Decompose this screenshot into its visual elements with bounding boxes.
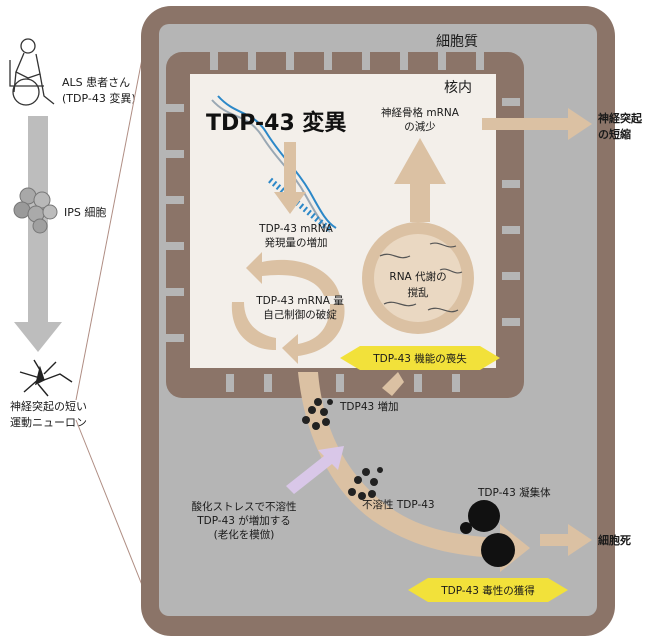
nf-mrna-label-2: の減少 [404, 120, 436, 133]
oxidative-label-1: 酸化ストレスで不溶性 [192, 500, 297, 513]
ips-cell-label: IPS 細胞 [64, 206, 106, 219]
cell-death-arrow [540, 524, 592, 556]
rna-to-nf-arrow [394, 138, 446, 222]
loss-of-function-banner [340, 346, 500, 370]
mutation-title: TDP-43 変異 [206, 110, 346, 136]
gain-of-toxicity-label: TDP-43 毒性の獲得 [440, 584, 535, 597]
mrna-increase-label-1: TDP-43 mRNA [258, 223, 333, 235]
rna-metabolism-swirl [362, 222, 474, 334]
rna-metabolism-label-2: 撹乱 [408, 286, 429, 299]
cytoplasm-label: 細胞質 [436, 34, 478, 50]
outcome-death-label: 細胞死 [598, 533, 631, 547]
neurite-outcome-arrow [482, 108, 592, 140]
outcome-neurite-1: 神経突起 [598, 111, 643, 125]
oxidative-stress-arrow [286, 446, 344, 494]
zoom-line-top [75, 27, 149, 401]
neuron-label-1: 神経突起の短い [10, 399, 87, 413]
neuron-label-2: 運動ニューロン [10, 415, 87, 429]
tdp43-increase-label: TDP43 増加 [339, 400, 399, 413]
tdp43-increase-cluster [302, 398, 333, 430]
insoluble-tdp43-cluster [348, 467, 383, 500]
patient-label-1: ALS 患者さん [62, 76, 130, 89]
autoregulation-label-1: TDP-43 mRNA 量 [255, 295, 344, 307]
motor-neuron-icon [19, 359, 73, 397]
nf-mrna-label-1: 神経骨格 mRNA [381, 106, 460, 119]
mrna-increase-label-2: 発現量の増加 [265, 236, 328, 249]
ips-cell-cluster [13, 187, 58, 234]
nucleus-label: 核内 [444, 80, 472, 96]
patient-figure [9, 38, 55, 106]
aggregate-clusters [460, 500, 515, 567]
rna-metabolism-label-1: RNA 代謝の [389, 270, 446, 283]
differentiation-arrow [14, 116, 62, 352]
patient-label-2: (TDP-43 変異) [62, 91, 136, 105]
mutation-arrow [274, 142, 306, 214]
loss-of-function-label: TDP-43 機能の喪失 [372, 352, 467, 365]
nuclear-pores [166, 52, 520, 392]
autoregulation-label-2: 自己制御の破綻 [263, 308, 337, 321]
gain-of-toxicity-banner [408, 578, 568, 602]
zoom-line-bottom [75, 419, 149, 601]
autoregulation-cycle [231, 252, 345, 364]
oxidative-label-2: TDP-43 が増加する [196, 514, 291, 527]
insoluble-label: 不溶性 TDP-43 [362, 498, 435, 511]
oxidative-label-3: (老化を模倣) [214, 528, 275, 541]
outcome-neurite-2: の短縮 [598, 127, 631, 141]
feedback-arrow [382, 372, 404, 396]
aggregate-label: TDP-43 凝集体 [477, 486, 551, 499]
